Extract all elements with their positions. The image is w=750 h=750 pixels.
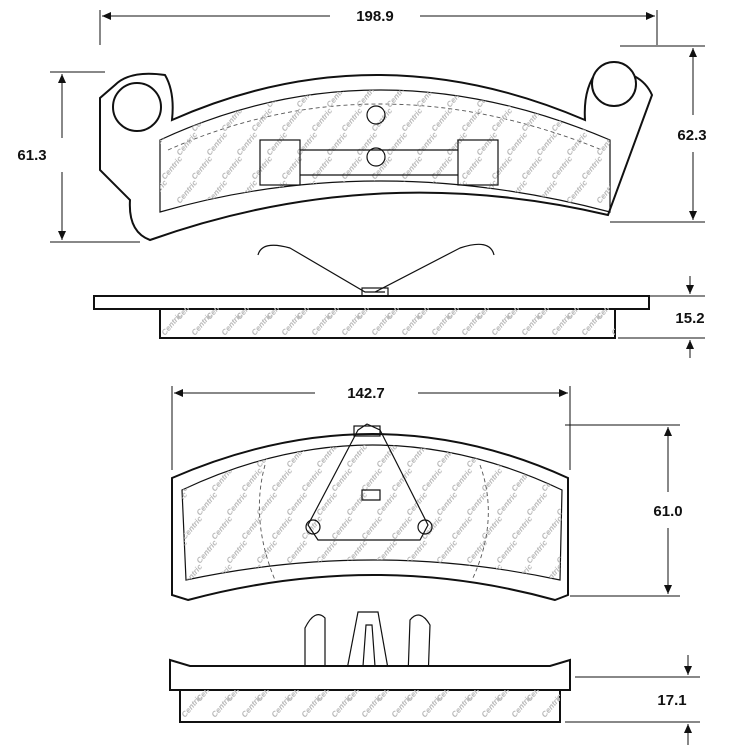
dim-label-top-right-height: 62.3 <box>677 127 706 144</box>
watermark-text: Centric <box>285 394 310 421</box>
dim-label-bottom-thickness: 17.1 <box>657 692 686 709</box>
watermark-text: Centric <box>570 514 595 541</box>
dim-label-bottom-height: 61.0 <box>653 503 682 520</box>
watermark-text: Centric <box>175 34 200 61</box>
watermark-text: Centric <box>460 58 485 85</box>
watermark-text: Centric <box>475 34 500 61</box>
watermark-text: Centric <box>595 34 620 61</box>
watermark-text: Centric <box>180 418 205 445</box>
watermark-text: Centric <box>480 418 505 445</box>
top-pad-left-mount-hole <box>112 82 162 132</box>
watermark-text: Centric <box>570 418 595 445</box>
bottom-pad-backing-plate <box>171 433 569 602</box>
watermark-text: Centric <box>555 394 580 421</box>
watermark-text: Centric <box>355 34 380 61</box>
dimension-bottom-thickness: 17.1 <box>565 655 700 745</box>
watermark-text: Centric <box>325 34 350 61</box>
dim-label-bottom-width: 142.7 <box>347 385 385 402</box>
dimension-top-right-height: 62.3 <box>610 45 707 223</box>
watermark-text: Centric <box>510 418 535 445</box>
dimension-top-thickness: 15.2 <box>618 276 705 358</box>
watermark-text: Centric <box>445 34 470 61</box>
top-pad-right-mount-hole <box>591 61 637 107</box>
top-pad-side-backing <box>93 295 650 310</box>
watermark-text: Centric <box>490 58 515 85</box>
watermark-text: Centric <box>570 692 595 719</box>
watermark-text: Centric <box>555 676 580 703</box>
watermark-text: Centric <box>295 34 320 61</box>
watermark-text: Centric <box>535 34 560 61</box>
bottom-pad-side-backing <box>169 658 571 691</box>
bottom-pad-friction-material <box>181 444 563 581</box>
dimension-top-left-height: 61.3 <box>17 71 140 243</box>
watermark-text: Centric <box>205 34 230 61</box>
watermark-text: Centric <box>570 466 595 493</box>
watermark-text: Centric <box>255 394 280 421</box>
watermark-text: Centric <box>550 58 575 85</box>
watermark-text: Centric <box>190 58 215 85</box>
top-pad-spring-clip <box>257 243 495 293</box>
watermark-text: Centric <box>495 394 520 421</box>
watermark-text: Centric <box>505 34 530 61</box>
watermark-text: Centric <box>165 394 190 421</box>
watermark-text: Centric <box>250 58 275 85</box>
watermark-text: Centric <box>315 394 340 421</box>
top-pad-side-friction <box>159 308 616 339</box>
watermark-text: Centric <box>520 58 545 85</box>
bottom-pad-spring-clip <box>304 611 431 681</box>
watermark-text: Centric <box>525 394 550 421</box>
bottom-pad-side-friction <box>179 689 561 723</box>
watermark-text: Centric <box>220 58 245 85</box>
watermark-text: Centric <box>385 34 410 61</box>
dim-label-top-left-height: 61.3 <box>17 147 46 164</box>
top-pad-center-hole <box>366 105 386 125</box>
watermark-text: Centric <box>145 34 170 61</box>
watermark-text: Centric <box>415 34 440 61</box>
watermark-text: Centric <box>405 394 430 421</box>
watermark-text: Centric <box>240 418 265 445</box>
watermark-text: Centric <box>565 34 590 61</box>
bottom-pad-clip-feature <box>307 423 429 541</box>
top-pad-friction-material <box>159 89 611 213</box>
dimension-top-width: 198.9 <box>99 8 658 45</box>
watermark-text: Centric <box>465 394 490 421</box>
watermark-text: Centric <box>265 34 290 61</box>
dim-label-top-width: 198.9 <box>356 8 394 25</box>
watermark-text: Centric <box>570 562 595 589</box>
watermark-text: Centric <box>555 442 580 469</box>
dim-label-top-thickness: 15.2 <box>675 310 704 327</box>
watermark-text: Centric <box>165 442 190 469</box>
watermark-text: Centric <box>210 418 235 445</box>
dimension-bottom-height: 61.0 <box>565 424 683 597</box>
watermark-text: Centric <box>175 82 200 109</box>
watermark-text: Centric <box>235 34 260 61</box>
watermark-text: Centric <box>540 418 565 445</box>
watermark-text: Centric <box>435 394 460 421</box>
dimension-bottom-width: 142.7 <box>171 385 571 470</box>
watermark-text: Centric <box>225 394 250 421</box>
watermark-text: Centric <box>195 394 220 421</box>
